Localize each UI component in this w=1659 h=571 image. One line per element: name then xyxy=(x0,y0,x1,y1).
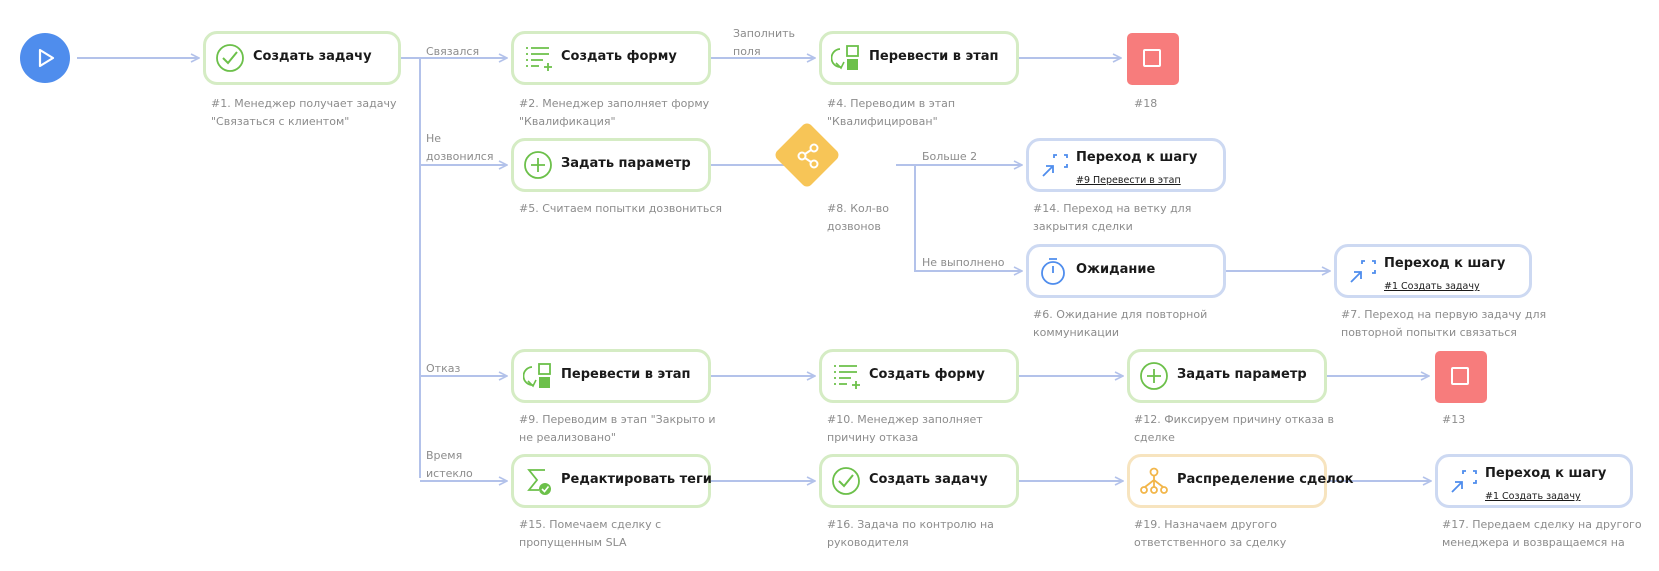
edge-label-contacted: Связался xyxy=(426,45,480,58)
node-title: Задать параметр xyxy=(561,156,691,171)
node-title: Переход к шагу xyxy=(1485,466,1607,481)
node-caption-4: #4. Переводим в этап"Квалифицирован" xyxy=(827,97,956,128)
plus-circle-icon xyxy=(524,151,552,179)
edge-label-refusal: Отказ xyxy=(426,362,461,375)
goto-step-link[interactable]: #1 Создать задачу xyxy=(1384,281,1480,292)
node-create-task-16[interactable]: Создать задачу xyxy=(819,454,1019,508)
stop-node-18[interactable] xyxy=(1127,33,1179,85)
node-caption-2: #2. Менеджер заполняет форму"Квалификаци… xyxy=(519,97,710,128)
node-goto-step-17[interactable]: Переход к шагу #1 Создать задачу xyxy=(1435,454,1633,508)
node-set-param-5[interactable]: Задать параметр xyxy=(511,138,711,192)
node-move-stage-9[interactable]: Перевести в этап xyxy=(511,349,711,403)
node-wait-6[interactable]: Ожидание xyxy=(1026,244,1226,298)
node-goto-step-14[interactable]: Переход к шагу #9 Перевести в этап xyxy=(1026,138,1226,192)
goto-step-link[interactable]: #1 Создать задачу xyxy=(1485,491,1581,502)
stop-node-13[interactable] xyxy=(1435,351,1487,403)
edge-label-not-done: Не выполнено xyxy=(922,256,1005,269)
edge-label-more-than-2: Больше 2 xyxy=(922,150,978,163)
node-title: Редактировать теги xyxy=(561,472,712,487)
start-button[interactable] xyxy=(20,33,70,83)
node-title: Переход к шагу xyxy=(1076,150,1198,165)
node-create-form-10[interactable]: Создать форму xyxy=(819,349,1019,403)
node-title: Переход к шагу xyxy=(1384,256,1506,271)
node-title: Ожидание xyxy=(1076,262,1156,277)
node-title: Перевести в этап xyxy=(869,49,999,64)
node-edit-tags-15[interactable]: Редактировать теги xyxy=(511,454,712,508)
node-caption-18: #18 xyxy=(1134,97,1158,110)
check-circle-icon xyxy=(216,44,244,72)
node-title: Создать задачу xyxy=(869,472,988,487)
node-caption-5: #5. Считаем попытки дозвониться xyxy=(519,202,723,215)
form-list-icon xyxy=(834,365,860,389)
stopwatch-icon xyxy=(1041,258,1065,285)
node-title: Распределение сделок xyxy=(1177,472,1354,487)
node-title: Перевести в этап xyxy=(561,367,691,382)
node-title: Создать форму xyxy=(561,49,677,64)
node-title: Задать параметр xyxy=(1177,367,1307,382)
node-move-stage-4[interactable]: Перевести в этап xyxy=(819,31,1019,85)
wire-n8-n6 xyxy=(914,165,1022,271)
stage-move-icon xyxy=(523,363,551,388)
check-circle-icon xyxy=(832,467,860,495)
goto-step-icon xyxy=(1042,154,1068,177)
distribution-icon xyxy=(1140,467,1168,494)
node-goto-step-7[interactable]: Переход к шагу #1 Создать задачу xyxy=(1334,244,1532,298)
goto-step-link[interactable]: #9 Перевести в этап xyxy=(1076,175,1181,186)
node-deal-distribution-19[interactable]: Распределение сделок xyxy=(1127,454,1354,508)
node-create-form-2[interactable]: Создать форму xyxy=(511,31,711,85)
form-list-icon xyxy=(526,47,552,71)
node-set-param-12[interactable]: Задать параметр xyxy=(1127,349,1327,403)
node-create-task-1[interactable]: Создать задачу xyxy=(203,31,401,85)
share-icon xyxy=(797,143,819,169)
node-caption-1: #1. Менеджер получает задачу"Связаться с… xyxy=(211,97,397,128)
node-title: Создать форму xyxy=(869,367,985,382)
node-title: Создать задачу xyxy=(253,49,372,64)
stage-move-icon xyxy=(831,45,859,70)
tag-edit-icon xyxy=(527,469,551,495)
plus-circle-icon xyxy=(1140,362,1168,390)
goto-step-icon xyxy=(1451,470,1477,493)
node-caption-13: #13 xyxy=(1442,413,1466,426)
goto-step-icon xyxy=(1350,260,1376,283)
play-icon xyxy=(38,48,55,68)
